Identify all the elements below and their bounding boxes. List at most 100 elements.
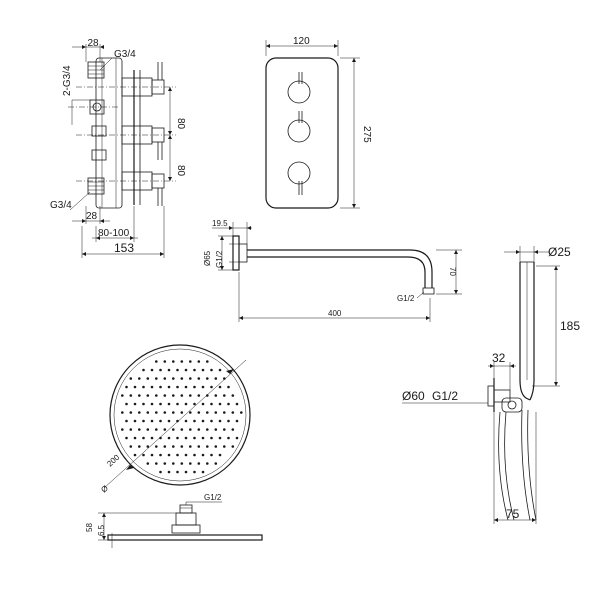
- nozzle: [223, 445, 226, 448]
- nozzle: [210, 368, 213, 372]
- nozzle: [150, 385, 154, 389]
- nozzle: [193, 402, 196, 406]
- nozzle: [146, 411, 150, 414]
- nozzle: [227, 419, 230, 423]
- handset-length-label: 185: [560, 319, 580, 333]
- head-plate-thickness-label: 6.5: [97, 524, 106, 536]
- nozzle: [206, 462, 209, 465]
- nozzle: [172, 377, 175, 380]
- nozzle: [223, 411, 226, 414]
- nozzle: [133, 402, 137, 406]
- valve-spacing-1-label: 80: [175, 118, 186, 130]
- nozzle: [159, 419, 162, 423]
- nozzle: [206, 394, 209, 397]
- nozzle: [163, 377, 167, 380]
- nozzle: [197, 377, 201, 380]
- arm-inlet-thread-label: G1/2: [215, 250, 224, 268]
- nozzle: [125, 385, 128, 389]
- nozzle: [180, 394, 184, 397]
- nozzle: [180, 445, 184, 448]
- nozzle: [142, 385, 145, 389]
- nozzle: [159, 453, 162, 457]
- valve-spacing-2-label: 80: [175, 165, 186, 177]
- nozzle: [235, 402, 239, 406]
- nozzle: [206, 377, 209, 380]
- nozzle: [197, 360, 201, 363]
- handset-holder-projection-label: 32: [492, 351, 506, 365]
- arm-wall-offset-label: 19.5: [212, 219, 228, 228]
- nozzle: [201, 368, 205, 372]
- nozzle: [159, 368, 162, 372]
- nozzle: [146, 428, 150, 431]
- hand-shower-side-view: Ø25 185 32 Ø60 G1/2 75: [402, 245, 580, 524]
- nozzle: [214, 445, 218, 448]
- valve-top-inlet-thread-label: G3/4: [114, 49, 136, 60]
- valve-bottom-width-label: 28: [86, 211, 98, 222]
- nozzle: [159, 385, 162, 389]
- nozzle: [138, 377, 141, 380]
- nozzle: [167, 419, 171, 423]
- nozzle: [163, 394, 167, 397]
- nozzle: [206, 428, 209, 431]
- nozzle: [155, 411, 158, 414]
- nozzle: [227, 402, 230, 406]
- nozzle: [231, 445, 235, 448]
- nozzle: [133, 453, 137, 457]
- nozzle: [138, 428, 141, 431]
- nozzle: [210, 419, 213, 423]
- nozzle: [167, 470, 171, 474]
- nozzle: [142, 402, 145, 406]
- nozzle: [184, 453, 188, 457]
- nozzle: [210, 402, 213, 406]
- nozzle: [193, 436, 196, 440]
- nozzle: [129, 428, 133, 431]
- arm-length-label: 400: [328, 309, 342, 318]
- nozzle: [197, 428, 201, 431]
- nozzle: [163, 411, 167, 414]
- nozzle: [189, 445, 192, 448]
- nozzle: [223, 428, 226, 431]
- nozzle: [155, 377, 158, 380]
- nozzle: [155, 394, 158, 397]
- nozzle: [231, 394, 235, 397]
- nozzle: [206, 360, 209, 363]
- nozzle: [125, 419, 128, 423]
- shower-head-nozzles: [121, 360, 243, 474]
- nozzle: [159, 470, 162, 474]
- nozzle: [146, 377, 150, 380]
- nozzle: [133, 385, 137, 389]
- nozzle: [189, 394, 192, 397]
- nozzle: [193, 453, 196, 457]
- handset-outlet-thread-label: G1/2: [432, 389, 458, 403]
- nozzle: [176, 436, 179, 440]
- nozzle: [163, 445, 167, 448]
- nozzle: [172, 462, 175, 465]
- nozzle: [172, 394, 175, 397]
- nozzle: [223, 394, 226, 397]
- nozzle: [129, 394, 133, 397]
- nozzle: [180, 411, 184, 414]
- nozzle: [184, 402, 188, 406]
- nozzle: [218, 436, 222, 440]
- valve-total-depth-label: 153: [114, 241, 134, 255]
- nozzle: [218, 453, 222, 457]
- nozzle: [197, 445, 201, 448]
- nozzle: [163, 428, 167, 431]
- nozzle: [155, 428, 158, 431]
- nozzle: [167, 385, 171, 389]
- nozzle: [184, 436, 188, 440]
- nozzle: [125, 436, 128, 440]
- nozzle: [193, 385, 196, 389]
- nozzle: [193, 368, 196, 372]
- nozzle: [176, 470, 179, 474]
- nozzle: [214, 394, 218, 397]
- handset-holder-width-label: 75: [506, 507, 520, 521]
- nozzle: [155, 445, 158, 448]
- nozzle: [210, 453, 213, 457]
- handset-diameter-label: Ø25: [548, 245, 571, 259]
- nozzle: [159, 402, 162, 406]
- nozzle: [121, 411, 124, 414]
- nozzle: [121, 394, 124, 397]
- valve-outlet-threads-label: 2-G3/4: [62, 65, 73, 96]
